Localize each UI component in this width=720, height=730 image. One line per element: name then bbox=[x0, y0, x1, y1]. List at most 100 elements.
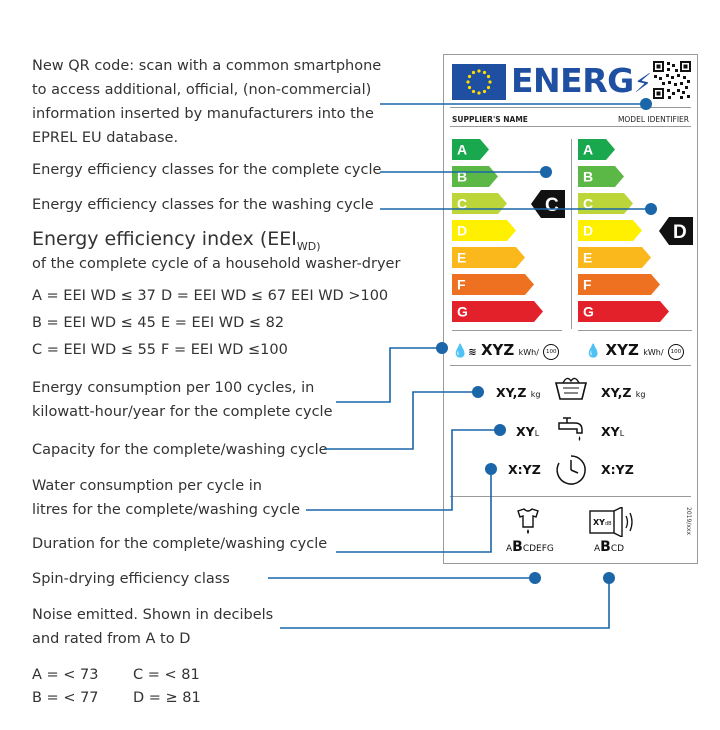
noise-class-c: C = < 81 bbox=[133, 667, 200, 683]
right-class-arrow-g bbox=[578, 301, 669, 322]
noise-class-b: B = < 77 bbox=[32, 690, 99, 706]
supplier-name: SUPPLIER'S NAME bbox=[452, 115, 528, 124]
left-cycles-icon: 100 bbox=[543, 343, 560, 360]
qr-annotation-line4: EPREL EU database. bbox=[32, 130, 179, 146]
washing-cycle-annotation: Energy efficiency classes for the washin… bbox=[32, 197, 374, 213]
noise-class-d: D = ≥ 81 bbox=[133, 690, 201, 706]
right-class-label-d: D bbox=[583, 223, 593, 239]
qr-annotation-line2: to access additional, official, (non-com… bbox=[32, 82, 372, 98]
noise-annotation-line1: Noise emitted. Shown in decibels bbox=[32, 607, 274, 623]
left-class-label-c: C bbox=[457, 196, 467, 212]
water-tap-icon bbox=[555, 415, 589, 449]
qr-annotation-line1: New QR code: scan with a common smartpho… bbox=[32, 58, 382, 74]
right-class-indicator-letter: D bbox=[673, 222, 687, 243]
energy-brand-title: ENERG⚡ bbox=[511, 61, 652, 100]
right-class-label-f: F bbox=[583, 277, 592, 293]
right-capacity: XY,Z kg bbox=[601, 385, 646, 400]
right-class-arrow-e bbox=[578, 247, 651, 268]
spin-class-scale: ABCDEFG bbox=[506, 539, 554, 555]
left-class-arrow-d bbox=[452, 220, 516, 241]
left-energy-value: XYZ bbox=[480, 341, 515, 359]
energy-drop-icon: 💧 bbox=[452, 344, 469, 359]
scale-divider bbox=[571, 139, 572, 329]
right-energy-row: 💧 XYZ kWh/ 100 bbox=[585, 341, 684, 360]
right-class-indicator bbox=[659, 217, 693, 245]
right-duration: X:YZ bbox=[601, 462, 634, 477]
left-class-indicator bbox=[531, 190, 565, 218]
spin-annotation: Spin-drying efficiency class bbox=[32, 571, 230, 587]
energy-annotation-line1: Energy consumption per 100 cycles, in bbox=[32, 380, 315, 396]
noise-class-a: A = < 73 bbox=[32, 667, 99, 683]
left-class-label-g: G bbox=[457, 304, 468, 320]
noise-dot bbox=[603, 572, 615, 584]
right-class-arrow-b bbox=[578, 166, 624, 187]
noise-connector bbox=[280, 578, 610, 629]
qr-annotation-line3: information inserted by manufacturers in… bbox=[32, 106, 374, 122]
regulation-number: 2019/xxx bbox=[685, 507, 692, 535]
right-cycles-icon: 100 bbox=[667, 343, 684, 360]
header-divider-2 bbox=[450, 126, 691, 127]
left-energy-row: 💧≋ XYZ kWh/ 100 bbox=[452, 341, 560, 360]
right-class-label-b: B bbox=[583, 169, 593, 185]
left-class-label-f: F bbox=[457, 277, 466, 293]
noise-class-scale: ABCD bbox=[594, 539, 625, 555]
capacity-annotation: Capacity for the complete/washing cycle bbox=[32, 442, 328, 458]
eei-class-d: D = EEI WD ≤ 67 bbox=[161, 288, 287, 304]
bottom-divider bbox=[450, 496, 691, 497]
right-energy-unit: kWh/ bbox=[643, 348, 664, 357]
eei-class-c: C = EEI WD ≤ 55 bbox=[32, 342, 157, 358]
left-class-arrow-f bbox=[452, 274, 534, 295]
energy-connector bbox=[336, 347, 442, 403]
left-class-arrow-a bbox=[452, 139, 489, 160]
right-energy-value: XYZ bbox=[605, 341, 639, 359]
right-class-arrow-f bbox=[578, 274, 660, 295]
eei-title: Energy efficiency index (EEIWD) bbox=[32, 228, 321, 253]
eei-class-e: E = EEI WD ≤ 82 bbox=[161, 315, 285, 331]
left-scale-baseline bbox=[452, 330, 562, 331]
right-class-arrow-d bbox=[578, 220, 642, 241]
complete-cycle-annotation: Energy efficiency classes for the comple… bbox=[32, 162, 382, 178]
model-identifier: MODEL IDENTIFIER bbox=[617, 115, 689, 124]
eei-class-g: EEI WD >100 bbox=[291, 288, 389, 304]
right-class-arrow-a bbox=[578, 139, 615, 160]
left-water: XYL bbox=[516, 424, 540, 439]
left-duration: X:YZ bbox=[508, 462, 541, 477]
eei-class-a: A = EEI WD ≤ 37 bbox=[32, 288, 156, 304]
duration-annotation: Duration for the complete/washing cycle bbox=[32, 536, 328, 552]
clock-icon bbox=[554, 453, 588, 491]
energy-divider bbox=[450, 365, 691, 366]
left-class-arrow-e bbox=[452, 247, 525, 268]
eu-flag-icon bbox=[452, 64, 506, 100]
right-water: XYL bbox=[601, 424, 625, 439]
noise-speaker-icon bbox=[589, 505, 637, 541]
water-annotation-line2: litres for the complete/washing cycle bbox=[32, 502, 301, 518]
left-class-arrow-g bbox=[452, 301, 543, 322]
left-class-label-e: E bbox=[457, 250, 466, 266]
water-annotation-line1: Water consumption per cycle in bbox=[32, 478, 262, 494]
energy-label: ENERG⚡ SUPPLIER'S NAME MODEL IDENTIFIER … bbox=[443, 54, 698, 564]
eei-class-b: B = EEI WD ≤ 45 bbox=[32, 315, 156, 331]
left-energy-unit: kWh/ bbox=[518, 348, 539, 357]
right-class-label-c: C bbox=[583, 196, 593, 212]
spin-dot bbox=[529, 572, 541, 584]
left-class-label-d: D bbox=[457, 223, 467, 239]
header-divider bbox=[450, 107, 691, 108]
spin-drying-icon bbox=[514, 507, 542, 541]
eei-class-f: F = EEI WD ≤100 bbox=[161, 342, 288, 358]
left-class-indicator-letter: C bbox=[545, 195, 559, 216]
eei-description: of the complete cycle of a household was… bbox=[32, 256, 401, 272]
left-class-label-b: B bbox=[457, 169, 467, 185]
laundry-basket-icon bbox=[553, 373, 589, 405]
energy-annotation-line2: kilowatt-hour/year for the complete cycl… bbox=[32, 404, 333, 420]
right-energy-drop-icon: 💧 bbox=[585, 344, 602, 359]
left-class-label-a: A bbox=[457, 142, 467, 158]
noise-annotation-line2: and rated from A to D bbox=[32, 631, 191, 647]
qr-code-icon[interactable] bbox=[653, 61, 691, 99]
right-class-label-g: G bbox=[583, 304, 594, 320]
right-class-label-e: E bbox=[583, 250, 592, 266]
right-class-label-a: A bbox=[583, 142, 593, 158]
right-scale-baseline bbox=[578, 330, 692, 331]
left-capacity: XY,Z kg bbox=[496, 385, 541, 400]
energy-heat-icon: ≋ bbox=[468, 347, 477, 358]
